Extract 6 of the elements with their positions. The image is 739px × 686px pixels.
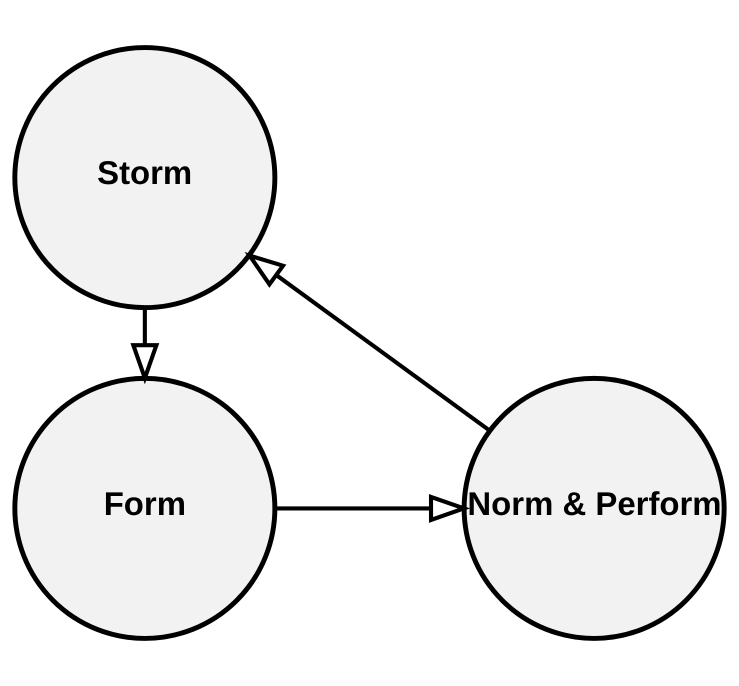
arrow [244,252,490,432]
node-circle: Norm & Perform [462,376,727,641]
node-circle: Form [12,376,278,641]
node-circle: Storm [12,45,278,310]
arrow [275,494,470,523]
arrow [130,308,160,384]
